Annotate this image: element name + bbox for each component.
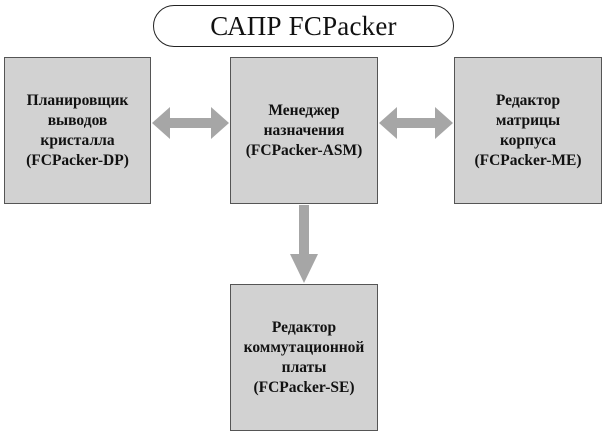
node-asm-line-3: (FCPacker-ASM) [245,141,363,159]
node-fcpacker-asm: Менеджер назначения (FCPacker-ASM) [230,57,378,204]
node-dp-line-4: (FCPacker-DP) [26,151,129,169]
node-se-line-2: коммутационной [243,338,365,356]
arrow-dp-asm [152,107,229,139]
node-me-line-2: матрицы [495,111,561,129]
node-me-line-3: корпуса [499,131,557,149]
node-asm-line-2: назначения [263,121,345,139]
node-se-line-1: Редактор [271,318,337,336]
node-fcpacker-me: Редактор матрицы корпуса (FCPacker-ME) [454,57,602,204]
node-dp-line-3: кристалла [40,131,115,149]
node-dp-line-2: выводов [47,111,108,129]
node-asm-line-1: Менеджер [268,101,340,119]
node-dp-line-1: Планировщик [26,91,129,109]
node-se-line-4: (FCPacker-SE) [253,378,355,396]
arrow-asm-me [379,107,453,139]
arrow-asm-se [290,205,318,283]
diagram-title: САПР FCPacker [153,5,454,47]
node-fcpacker-se: Редактор коммутационной платы (FCPacker-… [230,284,378,431]
node-fcpacker-dp: Планировщик выводов кристалла (FCPacker-… [4,57,151,204]
node-me-line-4: (FCPacker-ME) [474,151,582,169]
diagram-title-text: САПР FCPacker [210,10,397,41]
node-se-line-3: платы [281,358,327,376]
node-me-line-1: Редактор [495,91,561,109]
